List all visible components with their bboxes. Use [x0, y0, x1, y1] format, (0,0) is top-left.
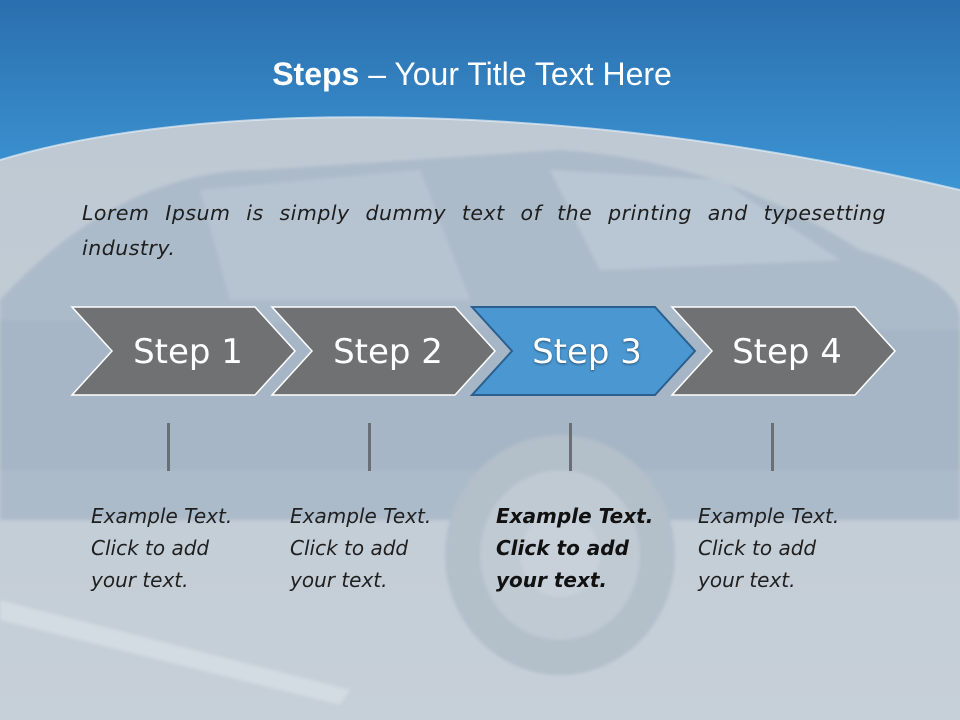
slide-title: Steps – Your Title Text Here — [0, 52, 944, 96]
step-1-chevron[interactable] — [70, 306, 297, 396]
step-1-desc-line: Click to add — [91, 536, 210, 560]
step-3-desc-line: Example Text. — [496, 504, 654, 528]
intro-text[interactable]: Lorem Ipsum is simply dummy text of the … — [82, 201, 886, 260]
step-1-label: Step 1 — [133, 332, 243, 372]
step-2-label: Step 2 — [333, 332, 443, 372]
step-1-description[interactable]: Example Text. Click to add your text. — [91, 500, 271, 596]
step-3-description[interactable]: Example Text. Click to add your text. — [496, 500, 676, 596]
step-3-connector — [569, 423, 572, 471]
step-4-label: Step 4 — [732, 332, 842, 372]
step-3-label: Step 3 — [532, 332, 642, 372]
step-4-description[interactable]: Example Text. Click to add your text. — [698, 500, 878, 596]
step-2-description[interactable]: Example Text. Click to add your text. — [290, 500, 470, 596]
title-bold: Steps — [272, 56, 360, 92]
step-3-desc-line: your text. — [496, 568, 608, 592]
step-2-desc-line: your text. — [290, 568, 388, 592]
step-4-desc-line: your text. — [698, 568, 796, 592]
step-3-chevron[interactable] — [469, 306, 697, 396]
step-4-connector — [771, 423, 774, 471]
step-2-desc-line: Example Text. — [290, 504, 432, 528]
step-2-desc-line: Click to add — [290, 536, 409, 560]
step-1-desc-line: your text. — [91, 568, 189, 592]
step-4-chevron[interactable] — [670, 306, 897, 396]
step-1-desc-line: Example Text. — [91, 504, 233, 528]
step-4-desc-line: Click to add — [698, 536, 817, 560]
step-2-connector — [368, 423, 371, 471]
step-2-chevron[interactable] — [270, 306, 497, 396]
step-4-desc-line: Example Text. — [698, 504, 840, 528]
step-3-desc-line: Click to add — [496, 536, 629, 560]
title-text: – Your Title Text Here — [359, 56, 672, 92]
step-1-connector — [167, 423, 170, 471]
